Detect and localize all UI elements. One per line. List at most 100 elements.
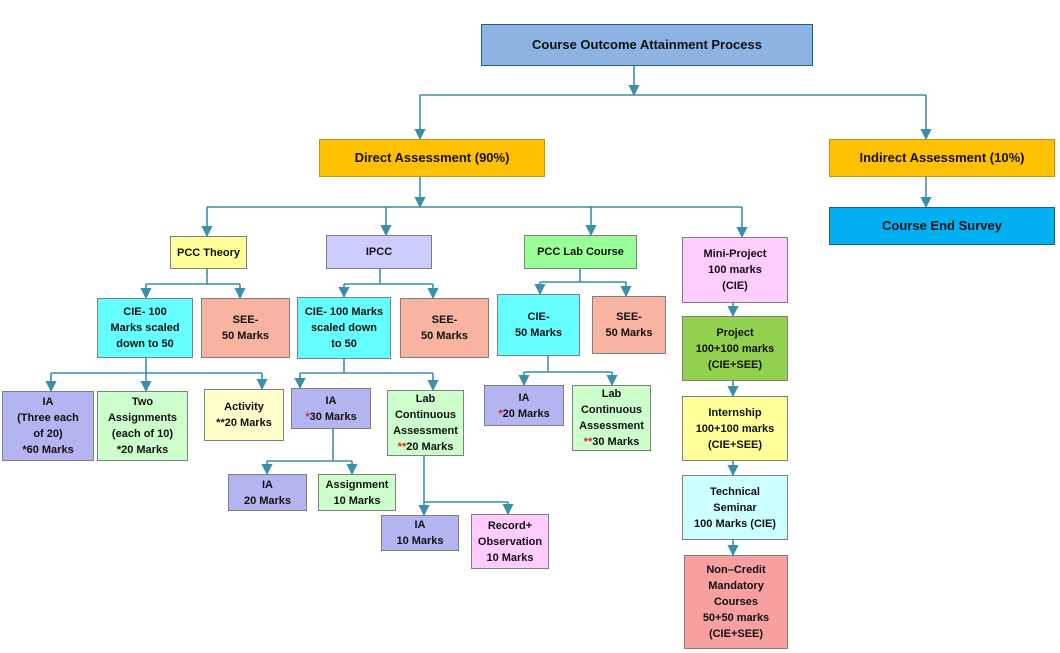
node-text-line: **20 Marks: [397, 441, 454, 453]
node-text-line: Assignment: [325, 478, 389, 491]
node-text-line: CIE- 100: [123, 306, 167, 318]
node-text-line: Technical: [710, 485, 760, 498]
direct-assessment-node: Direct Assessment (90%): [319, 139, 545, 177]
node-text-line: Direct Assessment (90%): [354, 150, 510, 165]
ipcc-lab-ia-node: IA 10 Marks: [381, 515, 459, 551]
ipcc-see-node: SEE- 50 Marks: [400, 298, 489, 358]
node-text-line: SEE-: [232, 314, 259, 326]
node-text-line: (CIE+SEE): [708, 628, 764, 640]
node-text-line: 100 Marks (CIE): [694, 517, 776, 530]
lab-see-node: SEE- 50 Marks: [592, 296, 666, 354]
ipcc-record-node: Record+ Observation 10 Marks: [471, 514, 549, 569]
ipcc-ia-node: IA *30 Marks: [291, 388, 371, 429]
node-text-line: Activity: [224, 401, 264, 413]
node-text-line: *20 Marks: [116, 444, 169, 456]
node-text-line: Assignments: [107, 412, 178, 424]
node-text-line: (CIE): [722, 280, 748, 292]
node-text-line: CIE- 100 Marks: [304, 306, 384, 318]
node-text-line: Non–Credit: [706, 564, 766, 576]
node-text-line: IA: [414, 519, 426, 531]
node-text-line: IA: [325, 394, 337, 407]
node-text-line: Mini-Project: [703, 248, 767, 260]
lab-ia-node: IA *20 Marks: [484, 385, 564, 426]
node-text-line: Lab: [415, 393, 436, 405]
node-text-line: SEE-: [616, 311, 642, 323]
node-text-line: Continuous: [394, 409, 457, 421]
node-text-line: IPCC: [365, 246, 393, 258]
node-text-line: Indirect Assessment (10%): [859, 150, 1025, 165]
node-text-line: Course End Survey: [882, 218, 1002, 233]
node-text-line: Assessment: [579, 420, 644, 432]
node-text-line: 50 Marks: [420, 330, 469, 342]
node-text-line: PCC Theory: [177, 246, 240, 259]
node-text-line: Seminar: [713, 501, 757, 514]
asterisk-marker: *: [498, 407, 503, 420]
pcc-activity-node: Activity **20 Marks: [204, 389, 284, 441]
node-text-line: Lab: [601, 388, 622, 400]
pcc-theory-node: PCC Theory: [170, 236, 247, 269]
node-text-line: 50 Marks: [514, 327, 563, 339]
node-text-line: 100+100 marks: [695, 422, 775, 435]
node-text-line: (each of 10): [111, 428, 174, 440]
ipcc-node: IPCC: [326, 235, 432, 269]
node-text-line: 10 Marks: [396, 535, 444, 547]
node-text-line: **20 Marks: [216, 417, 272, 429]
node-text-line: Two: [131, 396, 154, 408]
node-text-line: 50 Marks: [605, 327, 653, 339]
node-text-line: PCC Lab Course: [537, 246, 624, 258]
node-text-line: *30 Marks: [305, 410, 357, 423]
lab-cie-node: CIE- 50 Marks: [497, 294, 580, 356]
node-text-line: to 50: [331, 338, 357, 350]
pcc-see-node: SEE- 50 Marks: [201, 298, 290, 358]
node-text-line: Course Outcome Attainment Process: [532, 37, 762, 52]
node-text-line: Marks scaled: [110, 322, 180, 334]
node-text-line: of 20): [33, 428, 63, 440]
node-text-line: Internship: [708, 406, 762, 419]
pcc-lab-course-node: PCC Lab Course: [524, 235, 637, 269]
node-text-line: 50 Marks: [221, 330, 270, 342]
node-text-line: scaled down: [310, 322, 378, 334]
pcc-ia-node: IA (Three each of 20) *60 Marks: [2, 391, 94, 461]
node-text-line: *20 Marks: [498, 407, 550, 420]
node-text-line: IA: [262, 478, 273, 491]
ipcc-cie-node: CIE- 100 Marks scaled down to 50: [297, 297, 391, 359]
node-text-line: Continuous: [580, 404, 643, 416]
node-text-line: *60 Marks: [22, 444, 74, 456]
ipcc-assignment-node: Assignment 10 Marks: [318, 474, 396, 511]
asterisk-marker: *: [305, 410, 310, 423]
course-end-survey-node: Course End Survey: [829, 207, 1055, 245]
node-text-line: (CIE+SEE): [707, 358, 763, 371]
node-text-line: 10 Marks: [486, 551, 534, 564]
node-text-line: 50+50 marks: [702, 612, 770, 624]
node-text-line: IA: [518, 391, 530, 404]
node-text-line: Project: [716, 326, 754, 339]
node-text-line: 10 Marks: [333, 494, 381, 507]
node-text-line: Courses: [713, 596, 759, 608]
node-text-line: IA: [42, 396, 54, 408]
node-text-line: Record+: [487, 519, 533, 532]
node-text-line: SEE-: [431, 314, 458, 326]
node-text-line: CIE-: [527, 311, 550, 323]
node-text-line: (CIE+SEE): [707, 438, 763, 451]
node-text-line: Assessment: [393, 425, 458, 437]
node-text-line: 100+100 marks: [695, 342, 775, 355]
node-text-line: Mandatory: [708, 580, 764, 592]
node-text-line: 20 Marks: [243, 494, 292, 507]
node-text-line: Observation: [477, 535, 543, 548]
asterisk-marker: **: [583, 436, 593, 448]
indirect-assessment-node: Indirect Assessment (10%): [829, 139, 1055, 177]
project-node: Project 100+100 marks (CIE+SEE): [682, 316, 788, 381]
root-node: Course Outcome Attainment Process: [481, 24, 813, 66]
ipcc-ia-sub-node: IA 20 Marks: [228, 474, 307, 511]
node-text-line: **30 Marks: [583, 436, 640, 448]
node-text-line: (Three each: [17, 412, 79, 424]
